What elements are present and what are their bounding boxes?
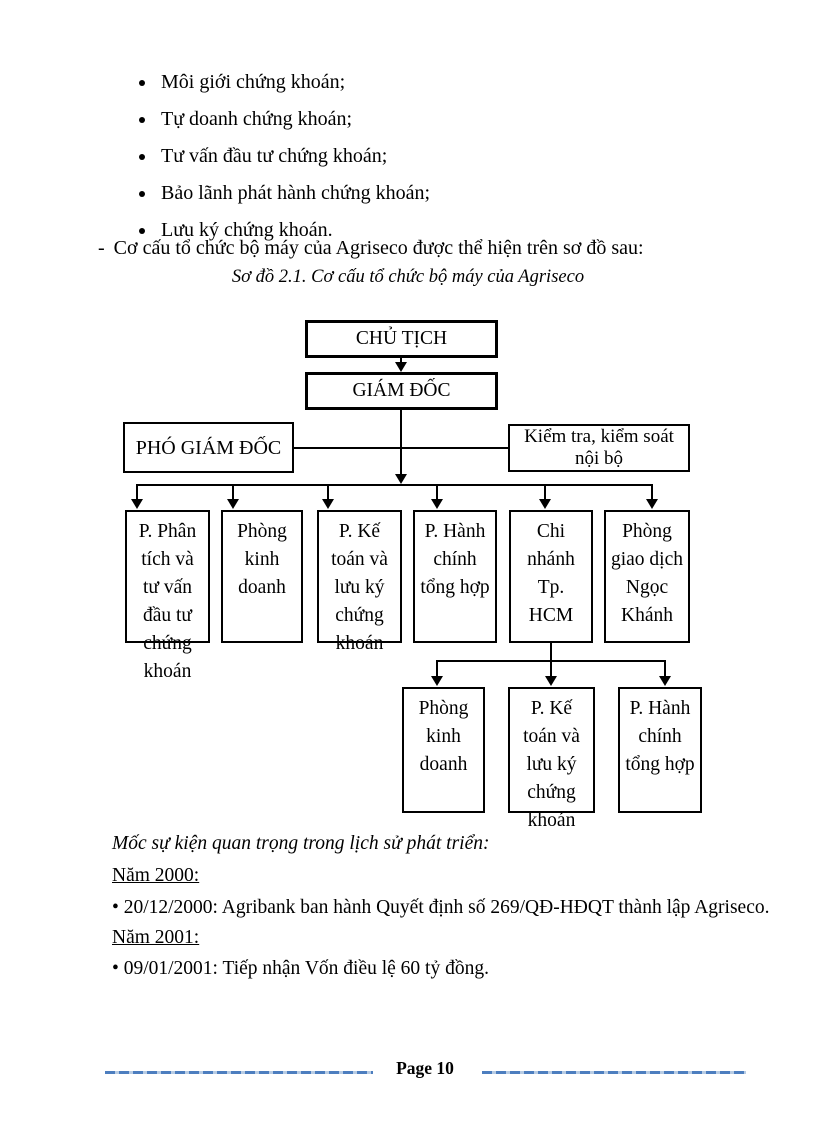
connector-line bbox=[651, 486, 653, 499]
org-node-analysis-advisory-dept: P. Phân tích và tư vấn đầu tư chứng khoá… bbox=[125, 510, 210, 682]
arrow-down-icon bbox=[431, 676, 443, 686]
milestone-event-2001: • 09/01/2001: Tiếp nhận Vốn điều lệ 60 t… bbox=[112, 958, 489, 979]
connector-line bbox=[664, 662, 666, 676]
org-node-internal-control: Kiểm tra, kiểm soát nội bộ bbox=[508, 424, 690, 472]
dash-marker: - bbox=[98, 237, 105, 259]
arrow-down-icon bbox=[646, 499, 658, 509]
service-text: Tự doanh chứng khoán; bbox=[161, 108, 353, 130]
arrow-down-icon bbox=[395, 474, 407, 484]
diagram-caption: Sơ đồ 2.1. Cơ cấu tổ chức bộ máy của Agr… bbox=[231, 267, 585, 287]
arrow-down-icon bbox=[431, 499, 443, 509]
org-node-branch-accounting-custody-dept: P. Kế toán và lưu ký chứng khoán bbox=[508, 687, 595, 831]
connector-line bbox=[436, 486, 438, 499]
org-node-branch-business-dept: Phòng kinh doanh bbox=[402, 687, 485, 813]
connector-line bbox=[232, 486, 234, 499]
org-node-ngoc-khanh-office: Phòng giao dịch Ngọc Khánh bbox=[604, 510, 690, 643]
org-node-deputy-director: PHÓ GIÁM ĐỐC bbox=[123, 422, 294, 473]
bullet-icon bbox=[139, 190, 145, 197]
connector-line bbox=[436, 662, 438, 676]
arrow-down-icon bbox=[131, 499, 143, 509]
connector-line bbox=[400, 410, 402, 474]
intro-text: Cơ cấu tổ chức bộ máy của Agriseco được … bbox=[113, 237, 644, 259]
connector-line bbox=[327, 486, 329, 499]
arrow-down-icon bbox=[539, 499, 551, 509]
org-node-business-dept: Phòng kinh doanh bbox=[221, 510, 303, 643]
services-list: Môi giới chứng khoán; Tự doanh chứng kho… bbox=[139, 64, 430, 249]
arrow-down-icon bbox=[227, 499, 239, 509]
arrow-down-icon bbox=[322, 499, 334, 509]
org-node-admin-dept: P. Hành chính tổng hợp bbox=[413, 510, 497, 643]
connector-line bbox=[400, 358, 402, 363]
list-item: Môi giới chứng khoán; bbox=[139, 64, 430, 101]
connector-line bbox=[550, 662, 552, 676]
list-item: Lưu ký chứng khoán. bbox=[139, 212, 430, 249]
connector-line bbox=[136, 486, 138, 499]
connector-line bbox=[136, 484, 653, 486]
milestone-event-2000: • 20/12/2000: Agribank ban hành Quyết đị… bbox=[112, 897, 770, 918]
list-item: Tư vấn đầu tư chứng khoán; bbox=[139, 138, 430, 175]
arrow-down-icon bbox=[395, 362, 407, 372]
org-node-chairman: CHỦ TỊCH bbox=[305, 320, 498, 358]
bullet-icon bbox=[139, 227, 145, 234]
connector-line bbox=[544, 486, 546, 499]
bullet-icon bbox=[139, 79, 145, 86]
footer-rule-left bbox=[105, 1071, 373, 1074]
bullet-icon bbox=[139, 153, 145, 160]
list-item: Tự doanh chứng khoán; bbox=[139, 101, 430, 138]
service-text: Tư vấn đầu tư chứng khoán; bbox=[161, 145, 388, 167]
org-node-hcm-branch: Chi nhánh Tp. HCM bbox=[509, 510, 593, 643]
milestone-year-2001: Năm 2001: bbox=[112, 927, 200, 948]
arrow-down-icon bbox=[659, 676, 671, 686]
org-node-branch-admin-dept: P. Hành chính tổng hợp bbox=[618, 687, 702, 813]
footer-rule-right bbox=[482, 1071, 746, 1074]
list-item: Bảo lãnh phát hành chứng khoán; bbox=[139, 175, 430, 212]
service-text: Môi giới chứng khoán; bbox=[161, 71, 346, 93]
intro-line: -Cơ cấu tổ chức bộ máy của Agriseco được… bbox=[98, 237, 644, 260]
service-text: Bảo lãnh phát hành chứng khoán; bbox=[161, 182, 431, 204]
milestone-year-2000: Năm 2000: bbox=[112, 865, 200, 886]
connector-line bbox=[294, 447, 508, 449]
milestones-heading: Mốc sự kiện quan trọng trong lịch sử phá… bbox=[112, 833, 490, 854]
org-node-accounting-custody-dept: P. Kế toán và lưu ký chứng khoán bbox=[317, 510, 402, 654]
org-node-director: GIÁM ĐỐC bbox=[305, 372, 498, 410]
arrow-down-icon bbox=[545, 676, 557, 686]
connector-line bbox=[436, 660, 666, 662]
connector-line bbox=[550, 643, 552, 661]
bullet-icon bbox=[139, 116, 145, 123]
service-text: Lưu ký chứng khoán. bbox=[161, 219, 333, 241]
page-number: Page 10 bbox=[396, 1058, 454, 1078]
